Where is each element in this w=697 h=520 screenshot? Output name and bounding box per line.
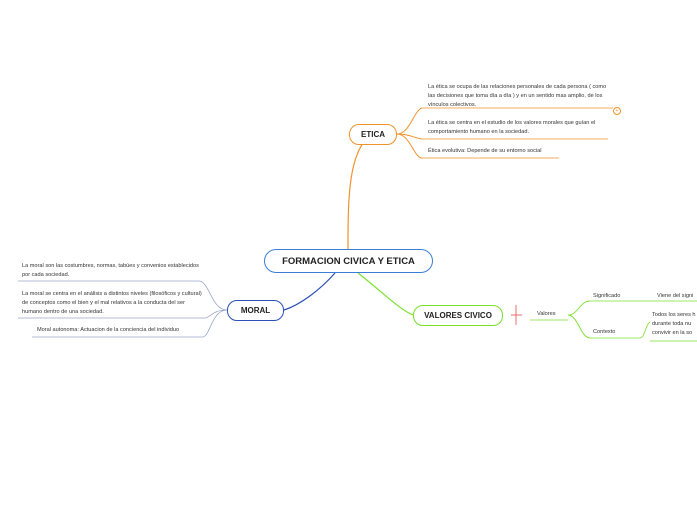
moral-node[interactable]: MORAL [227, 300, 284, 321]
link-root-moral [283, 272, 336, 311]
expand-collapse-icon[interactable]: + [613, 107, 621, 115]
moral-item-1[interactable]: La moral son las costumbres, normas, tab… [22, 263, 199, 279]
link-root-etica [347, 133, 373, 250]
etica-item-2[interactable]: La ética se centra en el estudio de los … [428, 120, 596, 136]
root-node[interactable]: FORMACION CIVICA Y ETICA [264, 249, 433, 273]
valores-child[interactable]: Valores [537, 311, 556, 317]
significado-child[interactable]: Viene del signi [657, 293, 694, 299]
link-etica-item3 [396, 133, 423, 159]
moral-item-2[interactable]: La moral se centra en el análisis a dist… [22, 291, 202, 316]
significado-node[interactable]: Significado [593, 293, 621, 299]
link-moral-item1 [199, 280, 228, 311]
link-contexto-child [639, 321, 651, 339]
etica-item-3[interactable]: Ética evolutiva: Depende de su entorno s… [428, 148, 542, 154]
link-valores-contexto [567, 314, 591, 339]
link-etica-items [396, 107, 423, 135]
etica-item-1[interactable]: La ética se ocupa de las relaciones pers… [428, 84, 607, 109]
link-valores-significado [567, 300, 591, 316]
etica-node[interactable]: ETICA [349, 124, 397, 145]
contexto-child[interactable]: Todos los seres h durante toda nu conviv… [652, 312, 696, 337]
link-root-valores [357, 272, 414, 316]
link-moral-item3 [202, 309, 228, 338]
moral-item-3[interactable]: Moral autonoma: Actuacion de la concienc… [37, 327, 180, 333]
contexto-node[interactable]: Contexto [593, 329, 616, 335]
valores-civico-node[interactable]: VALORES CIVICO [413, 305, 503, 326]
